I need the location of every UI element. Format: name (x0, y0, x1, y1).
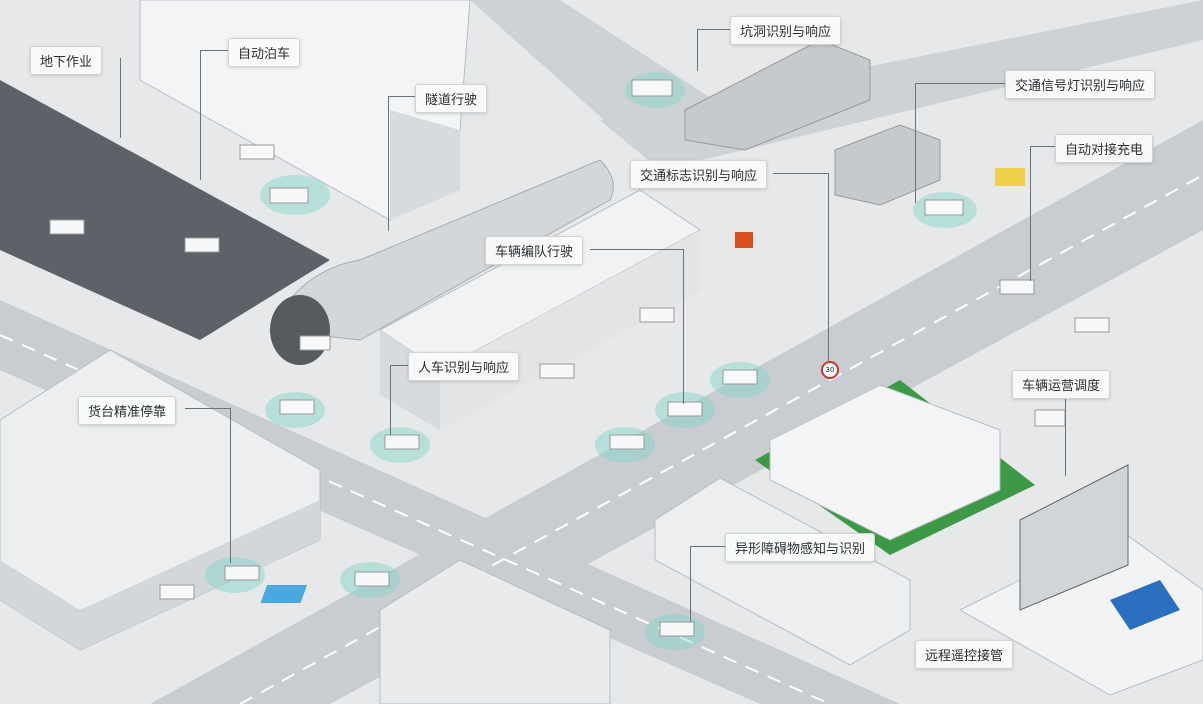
label-fleet-dispatch: 车辆运营调度 (1012, 370, 1111, 399)
speed-limit-sign: 30 (821, 361, 839, 379)
label-traffic-sign-recognition: 交通标志识别与响应 (630, 160, 768, 189)
label-pedestrian-recognition: 人车识别与响应 (408, 352, 520, 381)
dispatch-screen (1019, 464, 1129, 611)
label-remote-takeover: 远程遥控接管 (915, 640, 1014, 669)
office-building (769, 384, 1001, 541)
label-auto-charging: 自动对接充电 (1055, 134, 1154, 163)
container-stack (834, 124, 941, 206)
underground-parking-area (0, 80, 330, 340)
bottom-building (379, 559, 611, 704)
label-obstacle-recognition: 异形障碍物感知与识别 (725, 533, 876, 562)
label-dock-precision: 货台精准停靠 (78, 396, 177, 425)
label-traffic-light-recognition: 交通信号灯识别与响应 (1005, 70, 1156, 99)
label-underground-operation: 地下作业 (30, 46, 103, 75)
label-platooning: 车辆编队行驶 (485, 236, 584, 265)
trucks (49, 72, 1110, 650)
road-nw-se (0, 300, 900, 704)
label-tunnel-driving: 隧道行驶 (415, 84, 488, 113)
obstacle-warehouse (654, 477, 911, 666)
label-pothole-recognition: 坑洞识别与响应 (730, 16, 842, 45)
label-auto-parking: 自动泊车 (228, 38, 301, 67)
